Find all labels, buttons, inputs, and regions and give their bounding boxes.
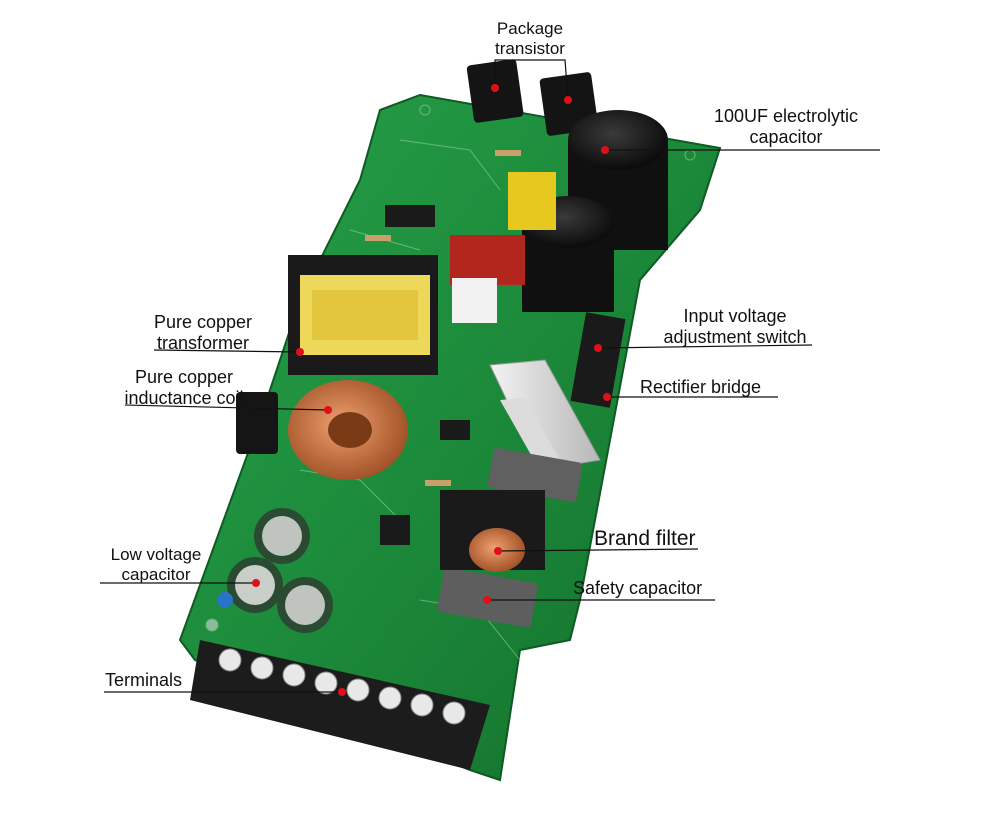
callout-line: Low voltage bbox=[110, 545, 202, 564]
callout-line: Terminals bbox=[105, 670, 183, 690]
callout-line: Input voltage bbox=[683, 306, 787, 326]
marker-dot bbox=[483, 596, 491, 604]
callout-line: Pure copper bbox=[134, 367, 234, 387]
terminal-block bbox=[190, 640, 490, 770]
marker-dot bbox=[594, 344, 602, 352]
input-switch bbox=[570, 312, 626, 408]
callout-package-transistor: Package transistor bbox=[470, 19, 590, 58]
callout-low-voltage-capacitor: Low voltage capacitor bbox=[96, 545, 216, 584]
callout-line: Safety capacitor bbox=[573, 578, 703, 598]
marker-dot bbox=[252, 579, 260, 587]
callout-rectifier-bridge: Rectifier bridge bbox=[640, 377, 761, 398]
inductance-coil bbox=[288, 380, 408, 480]
callout-line: Pure copper bbox=[153, 312, 253, 332]
callout-line: transistor bbox=[495, 38, 565, 58]
callout-brand-filter: Brand filter bbox=[594, 527, 696, 551]
marker-dot bbox=[296, 348, 304, 356]
heatsink bbox=[489, 359, 601, 471]
callout-line: Brand filter bbox=[594, 527, 696, 550]
callout-terminals: Terminals bbox=[105, 670, 182, 691]
leader-lines bbox=[100, 59, 880, 693]
callout-line: Package bbox=[496, 19, 564, 38]
marker-dot bbox=[491, 84, 499, 92]
marker-dot bbox=[494, 547, 502, 555]
callout-line: adjustment switch bbox=[663, 326, 807, 347]
callout-copper-transformer: Pure copper transformer bbox=[138, 312, 268, 353]
callout-inductance-coil: Pure copper inductance coil bbox=[114, 367, 254, 408]
callout-line: Rectifier bridge bbox=[640, 377, 762, 397]
filter-coil bbox=[440, 490, 545, 572]
callout-electrolytic-capacitor: 100UF electrolytic capacitor bbox=[696, 106, 876, 147]
small-components bbox=[365, 150, 556, 545]
callout-input-voltage-switch: Input voltage adjustment switch bbox=[650, 306, 820, 347]
red-markers bbox=[252, 84, 611, 696]
callout-safety-capacitor: Safety capacitor bbox=[573, 578, 702, 599]
marker-dot bbox=[338, 688, 346, 696]
callout-line: inductance coil bbox=[124, 387, 244, 408]
marker-dot bbox=[603, 393, 611, 401]
callout-line: transformer bbox=[156, 332, 250, 353]
transformer bbox=[288, 255, 438, 375]
callout-line: 100UF electrolytic bbox=[713, 106, 859, 126]
callout-line: capacitor bbox=[749, 126, 823, 147]
marker-dot bbox=[324, 406, 332, 414]
callout-line: capacitor bbox=[121, 564, 191, 584]
marker-dot bbox=[564, 96, 572, 104]
marker-dot bbox=[601, 146, 609, 154]
